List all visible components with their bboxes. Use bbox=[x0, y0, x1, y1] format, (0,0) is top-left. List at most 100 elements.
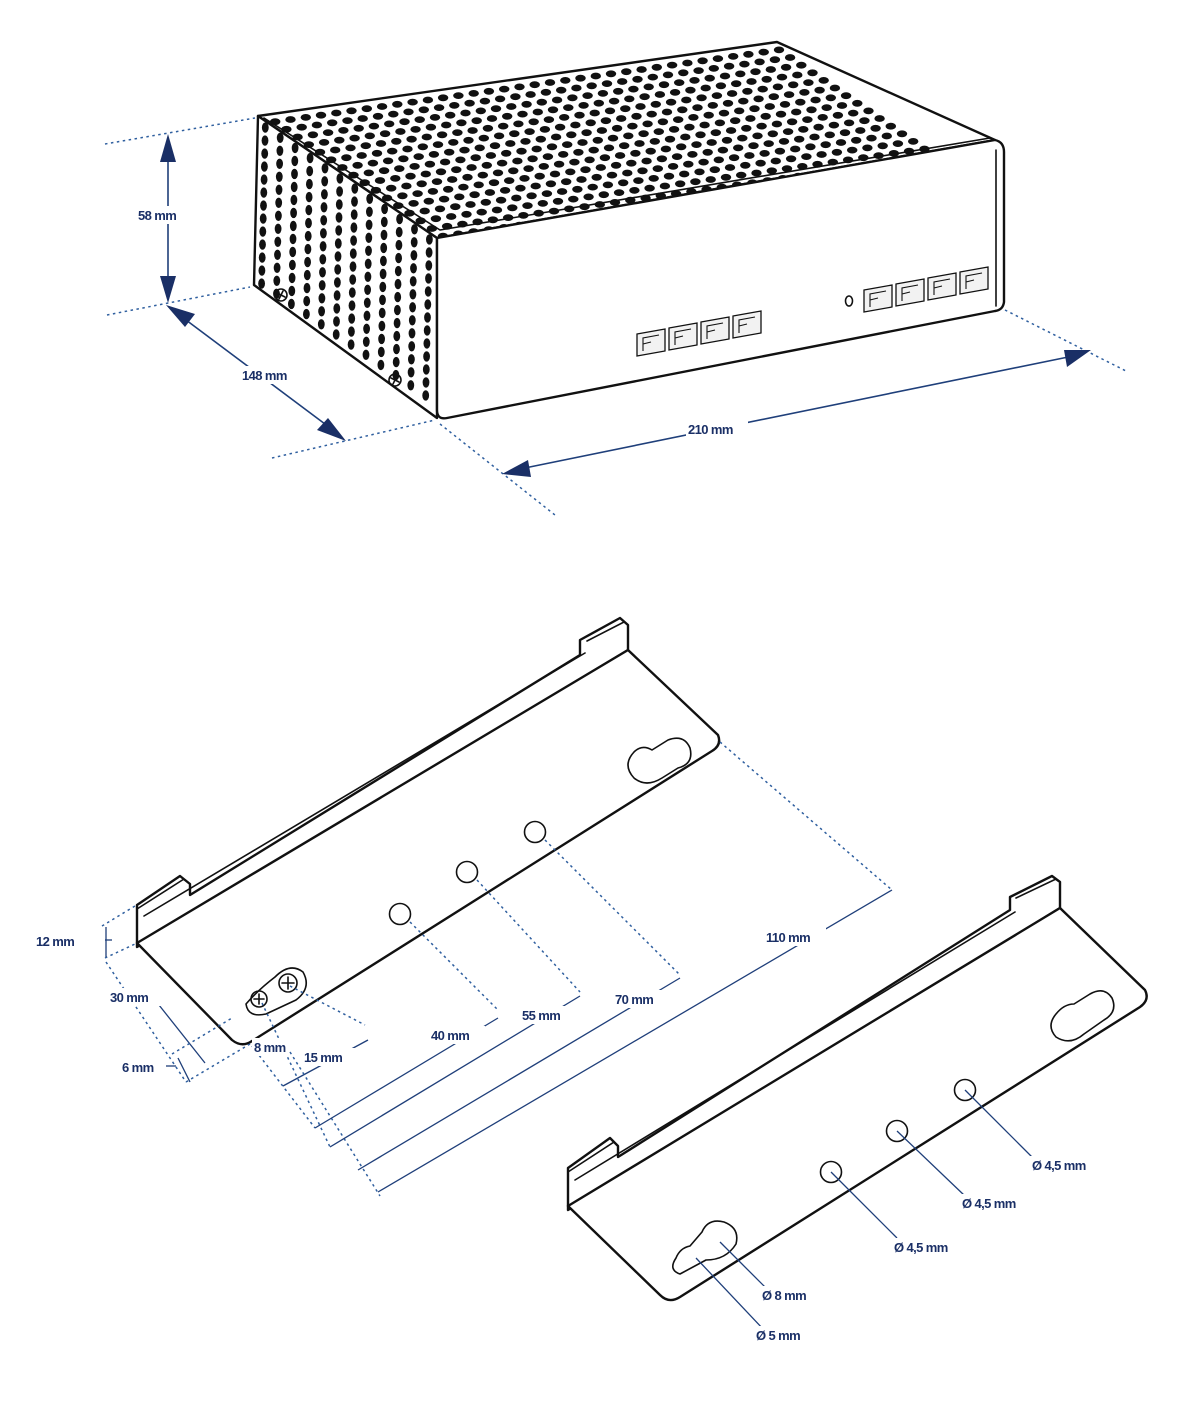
vent-hole bbox=[333, 303, 341, 314]
vent-hole bbox=[829, 84, 841, 92]
vent-hole bbox=[493, 132, 505, 140]
vent-hole bbox=[481, 161, 492, 169]
vent-hole bbox=[792, 71, 803, 79]
vent-hole bbox=[562, 141, 573, 149]
vent-hole bbox=[859, 117, 870, 125]
vent-hole bbox=[258, 278, 265, 289]
vent-hole bbox=[593, 99, 604, 107]
vent-hole bbox=[619, 142, 630, 150]
vent-hole bbox=[813, 123, 824, 131]
vent-hole bbox=[621, 68, 632, 76]
vent-hole bbox=[468, 90, 479, 97]
vent-hole bbox=[675, 180, 686, 188]
vent-hole bbox=[575, 74, 586, 82]
vent-hole bbox=[512, 157, 523, 165]
vent-hole bbox=[273, 275, 281, 286]
width-dimension-arrow bbox=[502, 350, 1091, 477]
vent-hole bbox=[380, 242, 388, 254]
vent-hole bbox=[378, 320, 386, 332]
vent-hole bbox=[259, 213, 267, 224]
vent-hole bbox=[764, 103, 775, 110]
vent-hole bbox=[613, 189, 625, 197]
vent-hole bbox=[320, 215, 328, 226]
vent-hole bbox=[460, 109, 471, 117]
vent-hole bbox=[333, 290, 341, 301]
vent-hole bbox=[785, 155, 797, 163]
vent-hole bbox=[843, 119, 855, 127]
vent-hole bbox=[708, 65, 719, 72]
vent-hole bbox=[601, 80, 613, 87]
vent-hole bbox=[319, 254, 327, 265]
vent-hole bbox=[529, 81, 540, 89]
vent-hole bbox=[395, 226, 403, 238]
vent-hole bbox=[791, 108, 802, 116]
vent-hole bbox=[768, 93, 779, 101]
vent-hole bbox=[501, 149, 512, 157]
vent-hole bbox=[258, 265, 266, 276]
vent-hole bbox=[276, 132, 284, 143]
vent-hole bbox=[705, 176, 716, 183]
vent-hole bbox=[664, 135, 676, 143]
vent-hole bbox=[288, 272, 296, 284]
vent-hole bbox=[862, 144, 873, 152]
width-label: 210 mm bbox=[688, 422, 733, 437]
vent-hole bbox=[352, 161, 363, 169]
vent-hole bbox=[828, 121, 840, 129]
vent-hole bbox=[796, 61, 807, 69]
vent-hole bbox=[496, 159, 508, 167]
vent-hole bbox=[363, 169, 374, 177]
vent-hole bbox=[411, 224, 418, 235]
vent-hole bbox=[392, 100, 403, 108]
vent-hole bbox=[425, 273, 432, 284]
vent-hole bbox=[610, 161, 622, 169]
vent-hole bbox=[531, 145, 542, 153]
vent-hole bbox=[754, 58, 765, 66]
vent-hole bbox=[407, 380, 415, 391]
vent-hole bbox=[495, 196, 507, 204]
vent-hole bbox=[311, 121, 323, 129]
vent-hole bbox=[305, 217, 312, 229]
vent-hole bbox=[720, 173, 732, 181]
vent-hole bbox=[553, 160, 565, 168]
vent-hole bbox=[760, 112, 771, 120]
vent-hole bbox=[433, 104, 445, 111]
vent-hole bbox=[526, 192, 537, 200]
vent-hole bbox=[689, 77, 700, 84]
vent-hole bbox=[870, 124, 881, 132]
vent-hole bbox=[441, 121, 452, 129]
vent-hole bbox=[571, 84, 582, 92]
vent-hole bbox=[551, 96, 563, 104]
vent-hole bbox=[710, 129, 721, 137]
vent-hole bbox=[478, 134, 489, 142]
vent-hole bbox=[770, 157, 781, 165]
vent-hole bbox=[755, 159, 766, 167]
vent-hole bbox=[289, 233, 297, 245]
vent-hole bbox=[756, 122, 767, 130]
vent-hole bbox=[334, 251, 342, 262]
vent-hole bbox=[372, 112, 384, 120]
vent-hole bbox=[318, 306, 325, 317]
vent-hole bbox=[455, 156, 466, 164]
vent-hole bbox=[613, 87, 624, 95]
vent-hole bbox=[847, 146, 858, 154]
vent-hole bbox=[320, 202, 328, 213]
vent-hole bbox=[778, 138, 790, 145]
vent-hole bbox=[783, 91, 795, 98]
vent-hole bbox=[350, 209, 358, 220]
vent-hole bbox=[693, 67, 704, 74]
vent-hole bbox=[542, 153, 554, 161]
vent-hole bbox=[855, 127, 866, 134]
vent-hole bbox=[836, 102, 848, 109]
vent-hole bbox=[807, 69, 818, 77]
vent-hole bbox=[703, 111, 714, 119]
vent-hole bbox=[349, 261, 357, 272]
vent-hole bbox=[728, 53, 739, 60]
vent-hole bbox=[422, 364, 430, 375]
vent-hole bbox=[586, 82, 597, 90]
vent-hole bbox=[275, 197, 283, 208]
vent-hole bbox=[573, 148, 584, 156]
vent-hole bbox=[307, 131, 319, 139]
vent-hole bbox=[635, 103, 646, 110]
vent-hole bbox=[363, 310, 371, 321]
vent-hole bbox=[519, 175, 530, 182]
